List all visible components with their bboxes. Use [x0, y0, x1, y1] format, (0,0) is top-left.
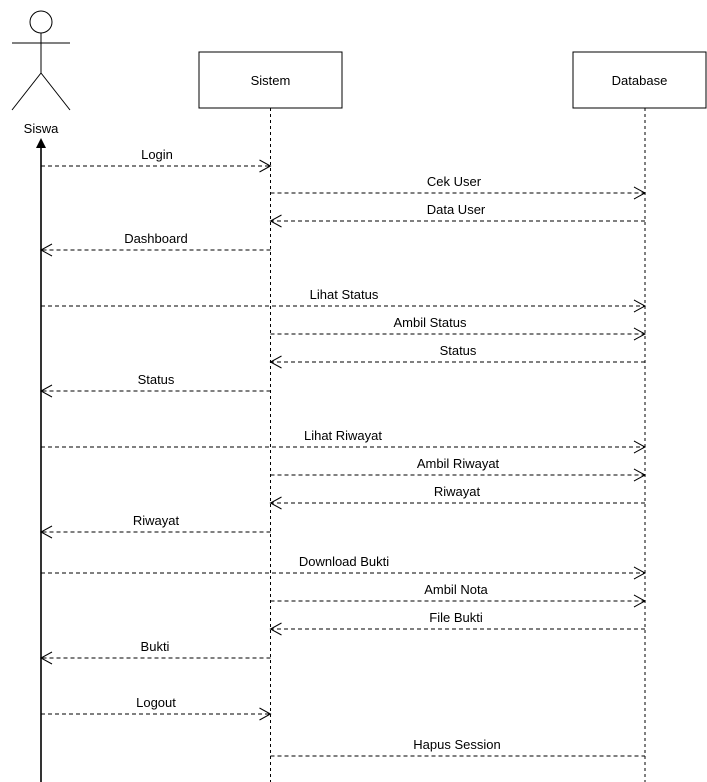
open-arrowhead-icon [633, 594, 647, 608]
message-label: Ambil Riwayat [417, 456, 500, 471]
lifeline-arrow-up-icon [36, 138, 46, 148]
message-11: Riwayat [269, 484, 645, 510]
message-4: Dashboard [39, 231, 271, 257]
message-label: Riwayat [434, 484, 481, 499]
message-14: Ambil Nota [270, 582, 647, 608]
message-2: Cek User [270, 174, 647, 200]
message-13: Download Bukti [41, 554, 647, 580]
participant-label: Database [612, 73, 668, 88]
message-6: Ambil Status [270, 315, 647, 341]
open-arrowhead-icon [633, 566, 647, 580]
message-label: Login [141, 147, 173, 162]
message-16: Bukti [39, 639, 271, 665]
open-arrowhead-icon [39, 384, 53, 398]
open-arrowhead-icon [633, 440, 647, 454]
open-arrowhead-icon [633, 299, 647, 313]
open-arrowhead-icon [633, 327, 647, 341]
message-label: Cek User [427, 174, 482, 189]
message-9: Lihat Riwayat [41, 428, 647, 454]
message-label: Download Bukti [299, 554, 389, 569]
participant-database: Database [572, 51, 707, 782]
participant-box [198, 51, 343, 109]
message-label: Ambil Status [394, 315, 467, 330]
open-arrowhead-icon [259, 707, 272, 721]
actor-label: Siswa [24, 121, 59, 136]
open-arrowhead-icon [259, 159, 272, 173]
message-label: Riwayat [133, 513, 180, 528]
message-label: Ambil Nota [424, 582, 488, 597]
message-3: Data User [269, 202, 645, 228]
message-12: Riwayat [39, 513, 271, 539]
actor-siswa: Siswa [11, 10, 71, 782]
message-5: Lihat Status [41, 287, 647, 313]
message-label: File Bukti [429, 610, 483, 625]
participant-sistem: Sistem [198, 51, 343, 782]
message-label: Dashboard [124, 231, 188, 246]
message-17: Logout [41, 695, 272, 721]
message-label: Hapus Session [413, 737, 500, 752]
message-15: File Bukti [269, 610, 645, 636]
open-arrowhead-icon [39, 651, 53, 665]
message-18: Hapus Session [270, 737, 645, 757]
message-10: Ambil Riwayat [270, 456, 647, 482]
message-label: Bukti [141, 639, 170, 654]
message-label: Lihat Riwayat [304, 428, 382, 443]
open-arrowhead-icon [633, 468, 647, 482]
message-label: Status [138, 372, 175, 387]
message-label: Status [440, 343, 477, 358]
open-arrowhead-icon [269, 355, 282, 369]
participant-box [572, 51, 707, 109]
message-7: Status [269, 343, 645, 369]
open-arrowhead-icon [39, 243, 53, 257]
open-arrowhead-icon [269, 214, 282, 228]
message-1: Login [41, 147, 272, 173]
open-arrowhead-icon [269, 496, 282, 510]
message-label: Data User [427, 202, 486, 217]
participant-label: Sistem [251, 73, 291, 88]
open-arrowhead-icon [269, 622, 282, 636]
message-label: Logout [136, 695, 176, 710]
open-arrowhead-icon [39, 525, 53, 539]
open-arrowhead-icon [633, 186, 647, 200]
message-label: Lihat Status [310, 287, 379, 302]
message-8: Status [39, 372, 271, 398]
actor-stick-figure-icon [11, 10, 71, 111]
